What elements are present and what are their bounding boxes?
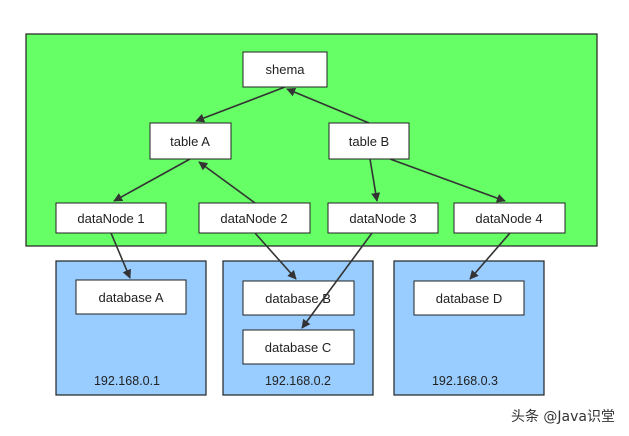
data-node-2: dataNode 2 bbox=[198, 202, 311, 234]
arrow-table-b-to-schema bbox=[286, 87, 370, 124]
data-node-1: dataNode 1 bbox=[55, 202, 167, 234]
arrow-schema-to-table-a bbox=[195, 86, 286, 123]
schema-label: shema bbox=[265, 62, 305, 77]
database-b-label: database B bbox=[265, 291, 331, 306]
database-node-b: database B bbox=[242, 280, 355, 316]
database-d-label: database D bbox=[436, 291, 503, 306]
data-node-1-label: dataNode 1 bbox=[77, 211, 144, 226]
table-b-label: table B bbox=[349, 134, 389, 149]
arrow-data-node-3-to-database-c bbox=[301, 232, 373, 329]
arrows bbox=[110, 86, 511, 329]
data-node-4-label: dataNode 4 bbox=[475, 211, 542, 226]
server-1-ip: 192.168.0.1 bbox=[94, 374, 160, 388]
table-node-b: table B bbox=[328, 122, 410, 160]
data-node-4: dataNode 4 bbox=[453, 202, 566, 234]
server-3-ip: 192.168.0.3 bbox=[432, 374, 498, 388]
data-node-3: dataNode 3 bbox=[327, 202, 439, 234]
arrow-data-node-1-to-database-a bbox=[110, 232, 131, 279]
table-node-a: table A bbox=[149, 122, 232, 160]
database-c-label: database C bbox=[265, 340, 332, 355]
data-node-2-label: dataNode 2 bbox=[220, 211, 287, 226]
arrow-data-node-4-to-database-d bbox=[469, 232, 511, 280]
database-node-a: database A bbox=[75, 279, 187, 315]
database-a-label: database A bbox=[98, 290, 163, 305]
database-node-c: database C bbox=[242, 329, 355, 365]
server-2-ip: 192.168.0.2 bbox=[265, 374, 331, 388]
table-a-label: table A bbox=[170, 134, 210, 149]
arrow-table-b-to-data-node-3 bbox=[369, 158, 381, 202]
arrow-data-node-2-to-database-b bbox=[254, 232, 297, 280]
arrow-table-b-to-data-node-4 bbox=[389, 158, 506, 203]
watermark-text: 头条 @Java识堂 bbox=[511, 408, 615, 425]
arrow-data-node-2-to-table-a bbox=[198, 161, 256, 204]
data-node-3-label: dataNode 3 bbox=[349, 211, 416, 226]
database-node-d: database D bbox=[413, 280, 525, 316]
arrow-table-a-to-data-node-1 bbox=[113, 158, 191, 202]
schema-node: shema bbox=[242, 51, 328, 88]
